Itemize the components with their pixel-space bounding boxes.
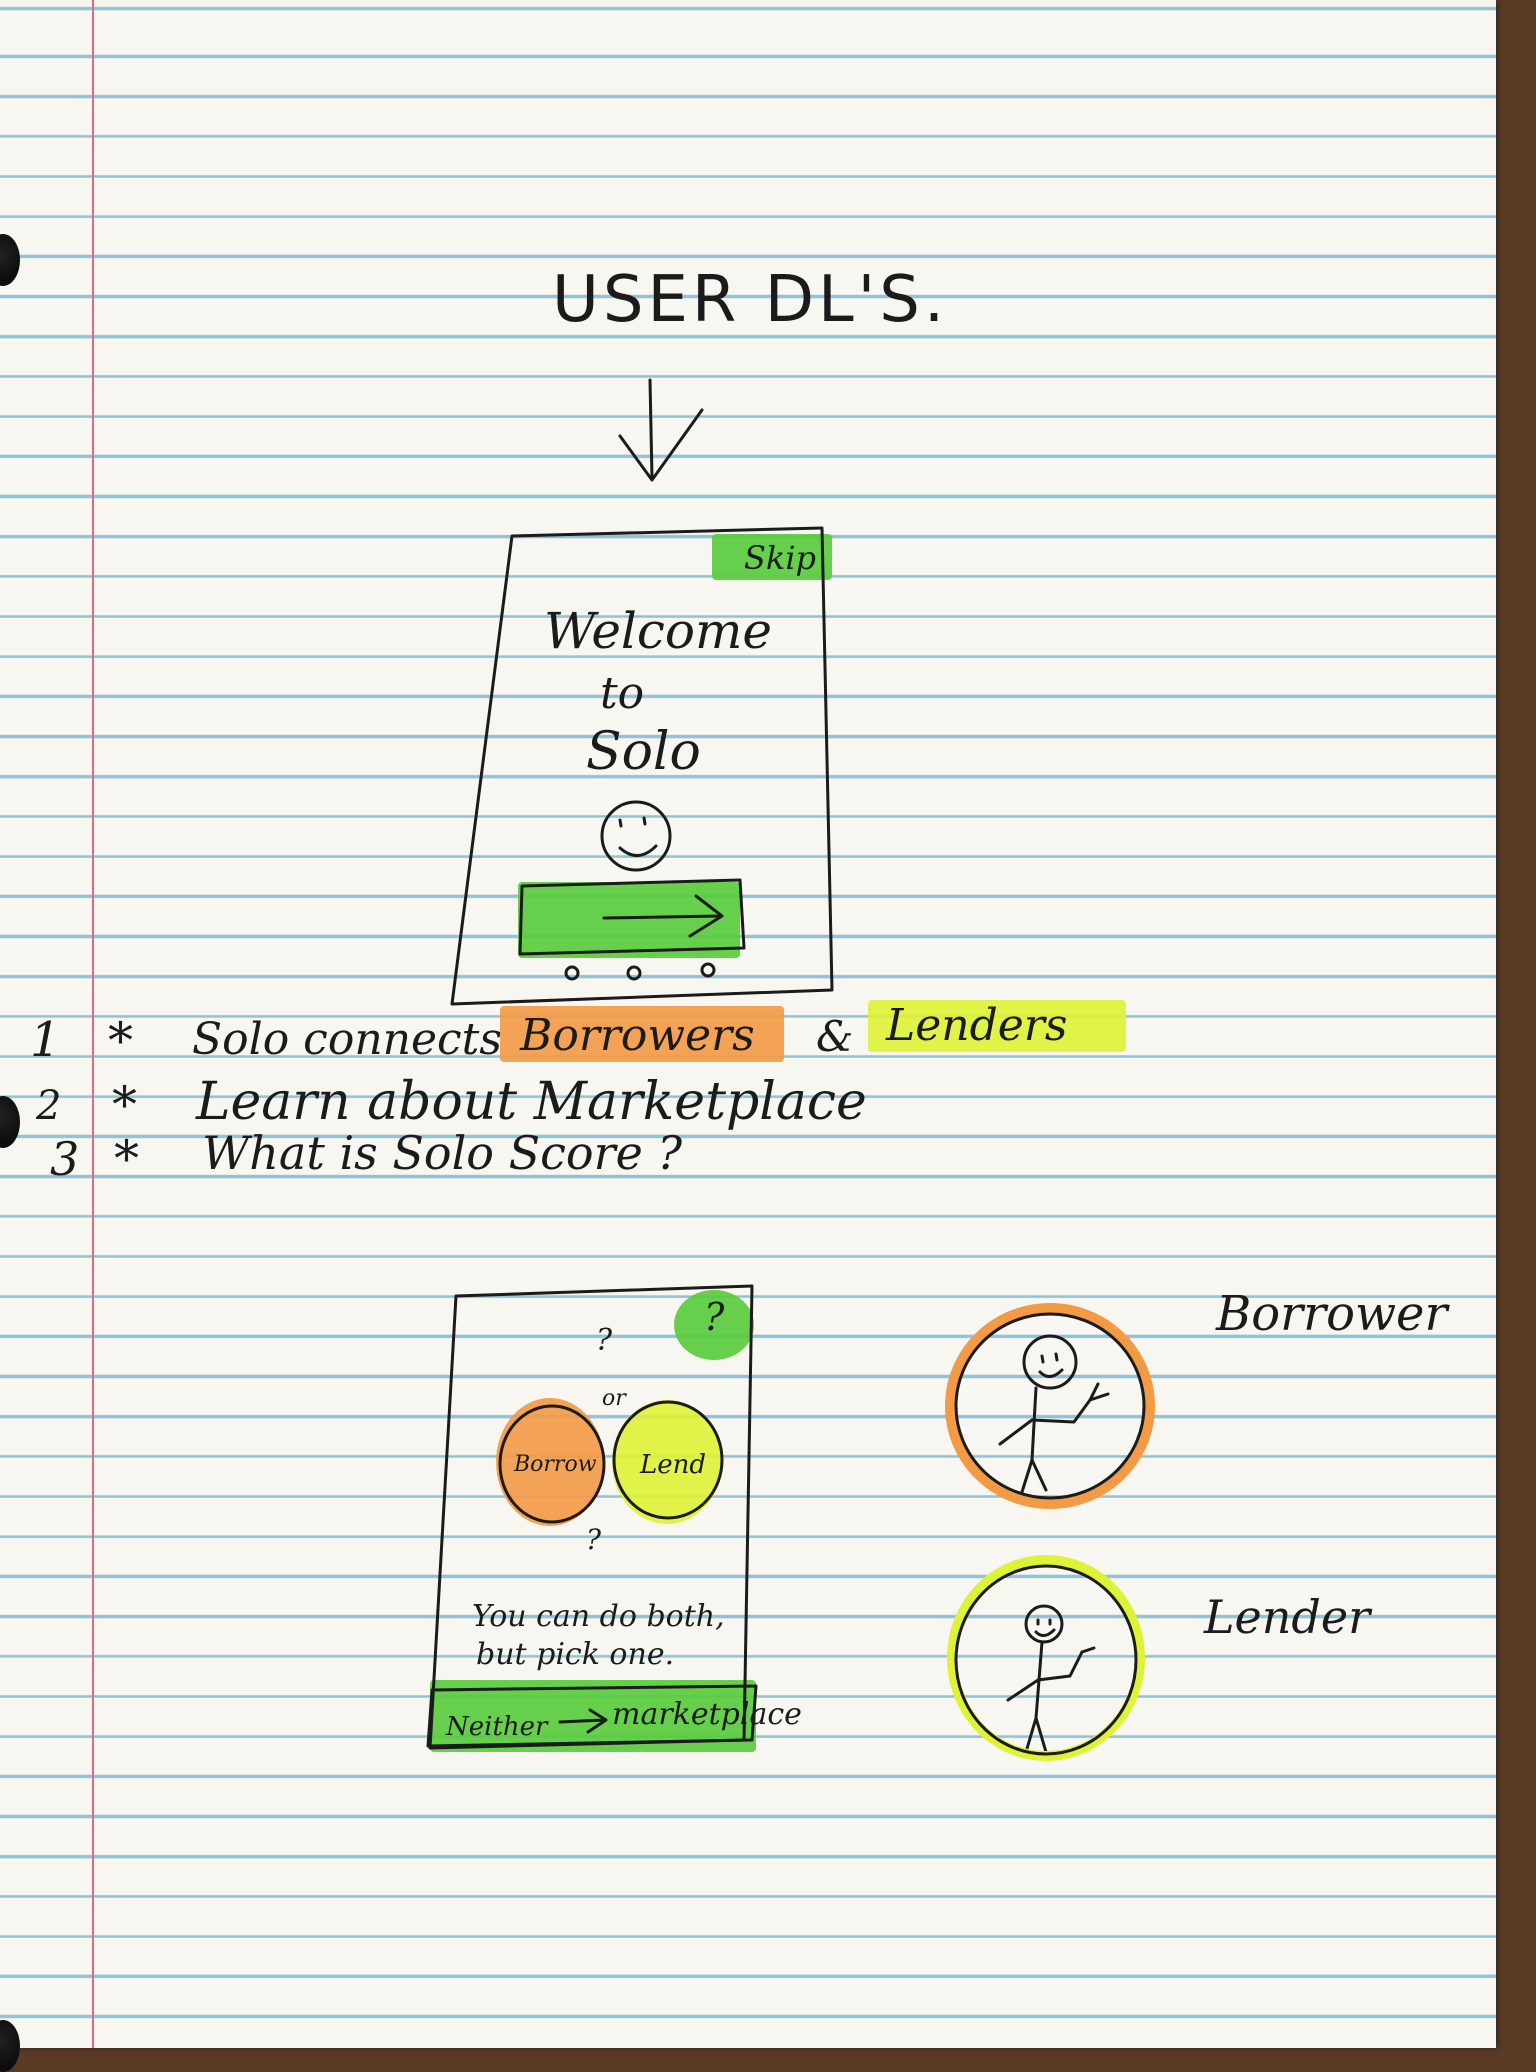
right-arrow-icon — [602, 894, 724, 938]
choice-phone-frame — [428, 1284, 754, 1750]
bottom-button-outline — [426, 1684, 758, 1748]
lender-stick-figure-icon — [1006, 1604, 1096, 1754]
step-1-number: 1 — [30, 1012, 61, 1068]
step-3-marker: * — [114, 1130, 139, 1188]
skip-button[interactable]: Skip — [744, 539, 817, 577]
question-mark-top: ? — [596, 1323, 613, 1358]
marketplace-arrow-icon — [558, 1708, 608, 1734]
lender-label: Lender — [1204, 1590, 1371, 1644]
marketplace-label: marketplace — [612, 1697, 802, 1732]
borrowers-highlight — [500, 1006, 784, 1062]
borrower-ring-outline — [954, 1312, 1146, 1500]
lender-yellow-ring — [947, 1555, 1145, 1761]
margin-line — [92, 0, 94, 2048]
lenders-highlight — [868, 1000, 1126, 1052]
step-1-borrowers: Borrowers — [520, 1010, 755, 1061]
lend-circle-outline — [612, 1400, 724, 1520]
help-label: ? — [704, 1295, 725, 1339]
step-2-text: Learn about Marketplace — [196, 1072, 867, 1132]
step-1-marker: * — [108, 1012, 133, 1070]
down-arrow-icon — [618, 378, 704, 482]
welcome-phone-frame — [450, 526, 834, 1006]
flow-title: USER DL'S. — [552, 263, 949, 337]
step-2-marker: * — [112, 1076, 137, 1134]
pagination-dots — [564, 962, 716, 981]
borrower-stick-figure-icon — [998, 1334, 1110, 1494]
question-mark-bottom: ? — [586, 1523, 602, 1556]
or-label: or — [602, 1386, 626, 1411]
step-3-text: What is Solo Score ? — [202, 1126, 683, 1180]
step-1-text: Solo connects — [192, 1014, 502, 1065]
next-button[interactable] — [518, 882, 740, 958]
borrower-orange-ring — [945, 1303, 1155, 1509]
caption-line-1: You can do both, — [472, 1599, 725, 1634]
step-3-number: 3 — [50, 1132, 80, 1186]
lender-ring-outline — [954, 1564, 1138, 1756]
binder-hole — [0, 1096, 20, 1148]
welcome-title-line-1: Welcome — [544, 602, 773, 660]
borrow-circle-outline — [498, 1404, 606, 1524]
caption-line-2: but pick one. — [476, 1637, 675, 1672]
borrow-label: Borrow — [514, 1452, 597, 1477]
smiley-icon — [600, 800, 672, 872]
help-button[interactable] — [674, 1290, 754, 1360]
lend-label: Lend — [640, 1450, 707, 1480]
skip-highlight — [712, 534, 832, 580]
binder-hole — [0, 234, 20, 286]
step-2-number: 2 — [36, 1083, 62, 1129]
welcome-title-line-2: to — [600, 668, 645, 719]
step-1-join: & — [816, 1012, 854, 1061]
welcome-title-line-3: Solo — [586, 722, 701, 782]
neither-label: Neither — [446, 1712, 548, 1742]
step-1-lenders: Lenders — [886, 1000, 1068, 1051]
next-button-outline — [518, 878, 746, 956]
borrower-label: Borrower — [1216, 1286, 1448, 1342]
